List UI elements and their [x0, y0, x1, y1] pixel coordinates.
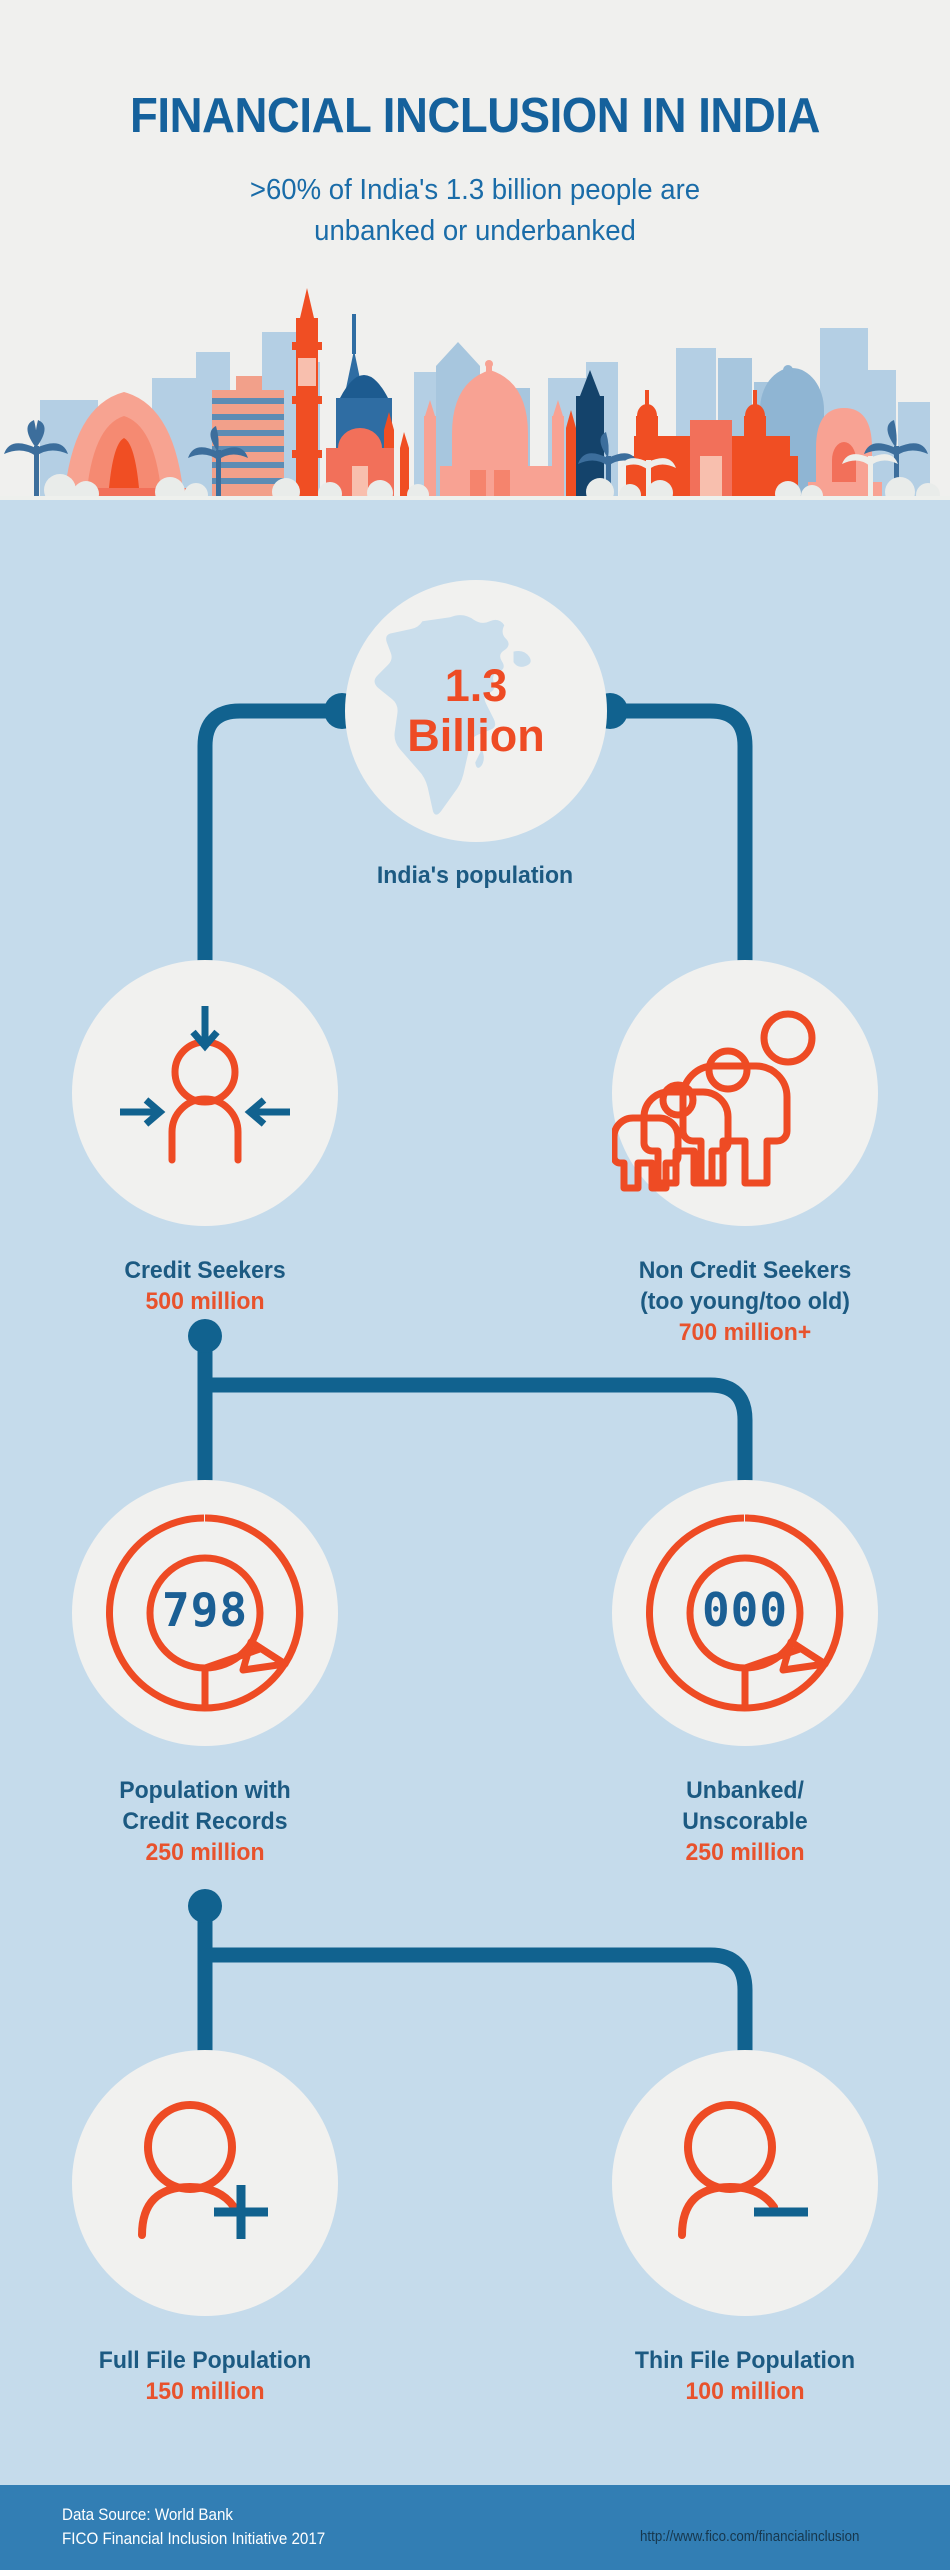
person-plus-icon: [138, 2101, 268, 2239]
root-value-line-2: Billion: [407, 710, 545, 761]
data-source-line-1: Data Source: World Bank: [62, 2506, 234, 2524]
footer-bar: Data Source: World Bank FICO Financial I…: [0, 2485, 950, 2570]
unbanked-label-block: Unbanked/ Unscorable 250 million: [565, 1775, 925, 1868]
unbanked-value: 250 million: [685, 1839, 805, 1866]
credit-seekers-value: 500 million: [145, 1288, 265, 1315]
gauge-reading-credit-records: 798: [162, 1583, 248, 1637]
three-people-sizes-icon: [612, 1010, 816, 1192]
credit-score-gauge-icon: 000: [646, 1514, 844, 1712]
full-file-label-block: Full File Population 150 million: [25, 2345, 385, 2407]
node-circle-credit-seekers: [72, 960, 338, 1226]
india-skyline-icon: [0, 288, 950, 500]
credit-score-gauge-icon: 798: [106, 1514, 304, 1712]
root-label: India's population: [376, 862, 574, 889]
credit-records-label-block: Population with Credit Records 250 milli…: [25, 1775, 385, 1868]
non-credit-seekers-value: 700 million+: [678, 1319, 812, 1346]
subtitle-line-2: unbanked or underbanked: [314, 215, 636, 247]
header-section: FINANCIAL INCLUSION IN INDIA >60% of Ind…: [0, 0, 950, 500]
gauge-reading-unbanked: 000: [702, 1583, 788, 1637]
flow-diagram: 1.3 Billion India's population Credit Se…: [0, 500, 950, 2485]
footer-url[interactable]: http://www.fico.com/financialinclusion: [640, 2529, 860, 2545]
data-source-line-2: FICO Financial Inclusion Initiative 2017: [62, 2530, 326, 2548]
unbanked-name-line-2: Unscorable: [682, 1808, 808, 1835]
person-minus-icon: [678, 2101, 808, 2239]
credit-seekers-name: Credit Seekers: [124, 1257, 286, 1284]
non-credit-seekers-name-line-2: (too young/too old): [640, 1288, 850, 1315]
thin-file-value: 100 million: [685, 2378, 805, 2405]
credit-records-name-line-2: Credit Records: [122, 1808, 288, 1835]
credit-records-value: 250 million: [145, 1839, 265, 1866]
root-label-block: India's population: [275, 860, 675, 891]
person-with-inward-arrows-icon: [120, 1006, 290, 1164]
subtitle-line-1: >60% of India's 1.3 billion people are: [249, 174, 701, 206]
root-value-line-1: 1.3: [444, 660, 508, 711]
credit-seekers-label-block: Credit Seekers 500 million: [25, 1255, 385, 1317]
data-source-block: Data Source: World Bank FICO Financial I…: [62, 2503, 325, 2551]
unbanked-name-line-1: Unbanked/: [686, 1777, 804, 1804]
credit-records-name-line-1: Population with: [119, 1777, 291, 1804]
full-file-value: 150 million: [145, 2378, 265, 2405]
root-value-block: 1.3 Billion: [345, 580, 607, 842]
full-file-name: Full File Population: [98, 2347, 312, 2374]
non-credit-seekers-label-block: Non Credit Seekers (too young/too old) 7…: [565, 1255, 925, 1348]
thin-file-name: Thin File Population: [634, 2347, 856, 2374]
page-subtitle: >60% of India's 1.3 billion people are u…: [24, 170, 927, 252]
thin-file-label-block: Thin File Population 100 million: [565, 2345, 925, 2407]
page-title: FINANCIAL INCLUSION IN INDIA: [130, 89, 820, 143]
non-credit-seekers-name-line-1: Non Credit Seekers: [638, 1257, 852, 1284]
